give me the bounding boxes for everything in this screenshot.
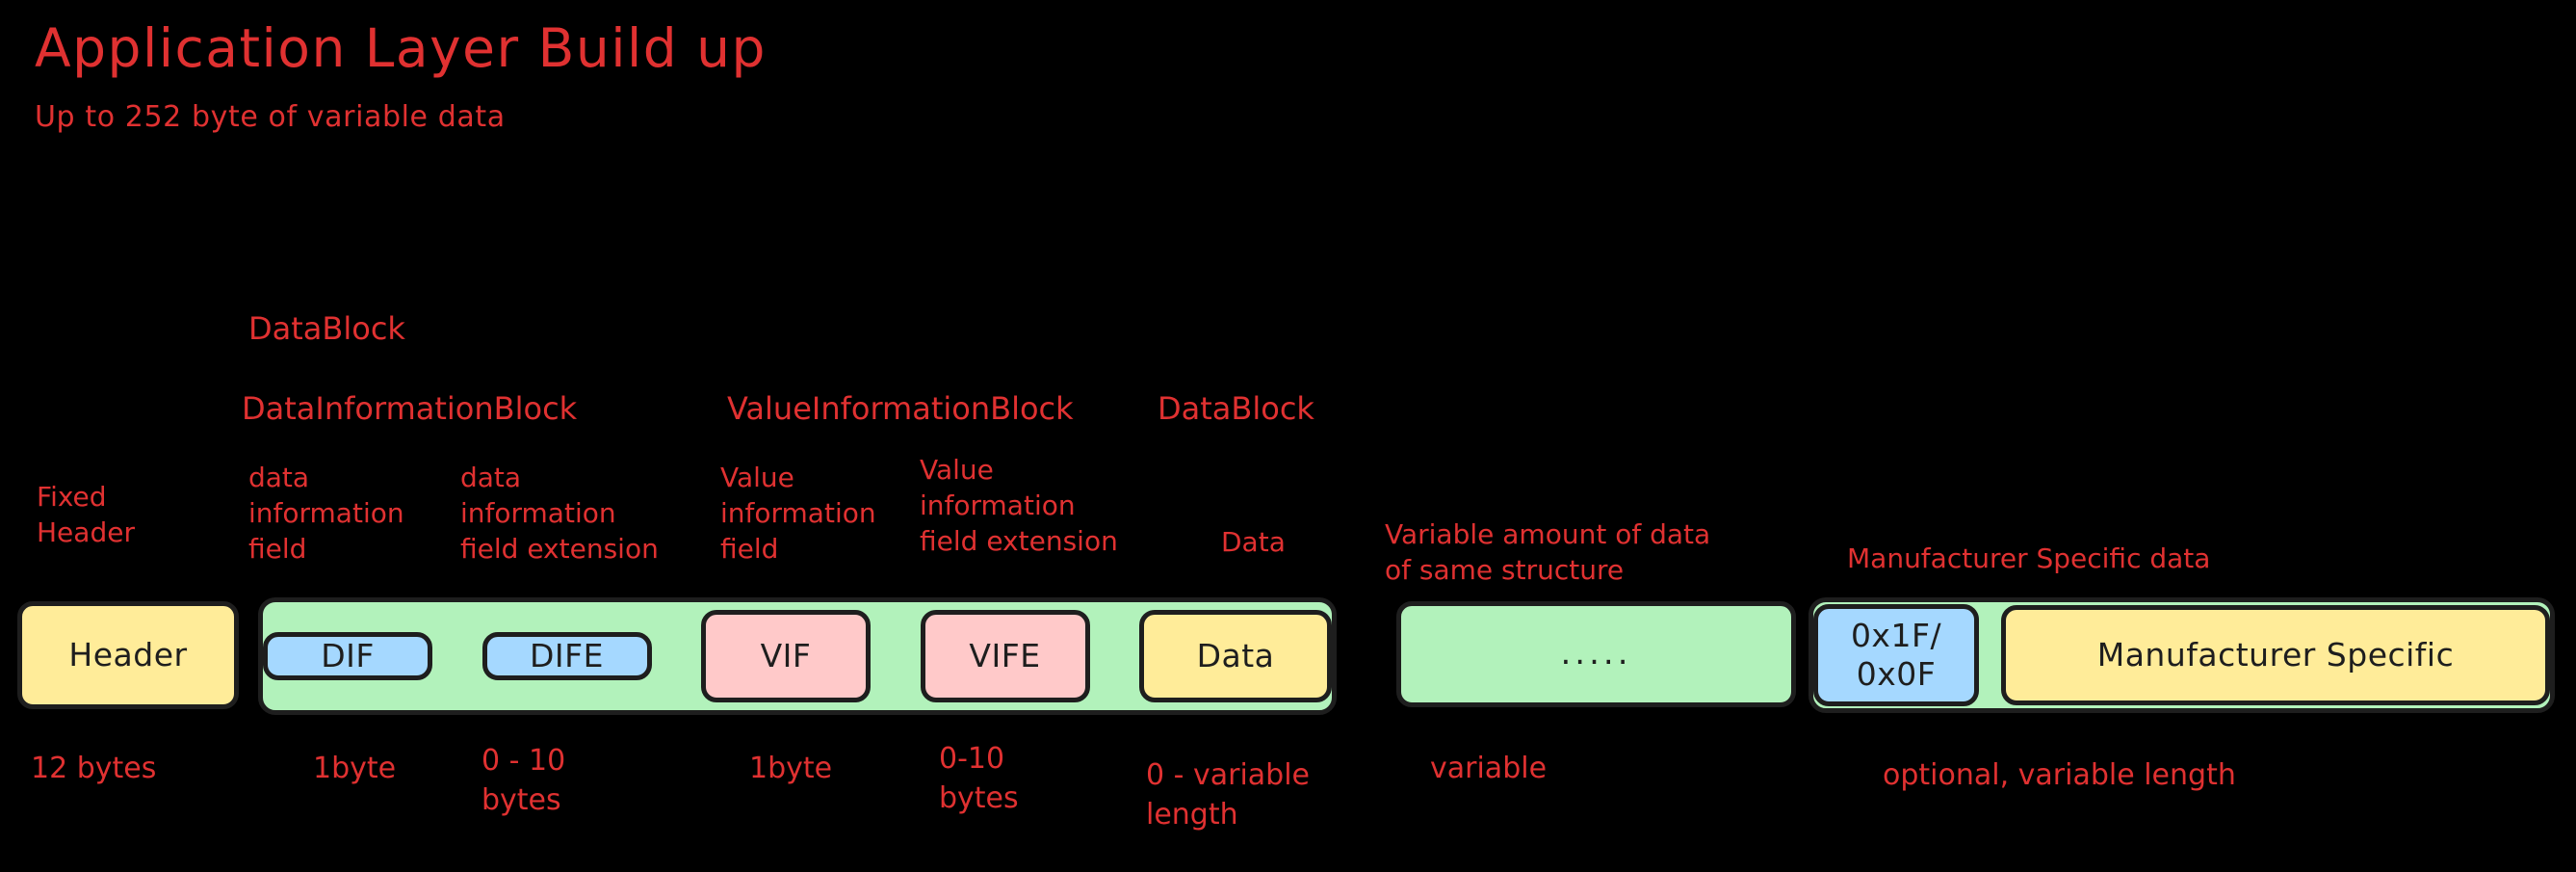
- field-note-ellipsis: Variable amount of data of same structur…: [1385, 518, 1711, 586]
- manufacturer-container: 0x1F/ 0x0F Manufacturer Specific: [1808, 597, 2555, 713]
- size-label-vife: 0-10 bytes: [939, 742, 1019, 815]
- frame-box-dif[interactable]: DIF: [263, 631, 432, 681]
- size-label-data: 0 - variable length: [1146, 758, 1311, 832]
- field-note-vif: Value information field: [720, 462, 876, 565]
- page-subtitle: Up to 252 byte of variable data: [35, 100, 506, 134]
- page-title: Application Layer Build up: [35, 17, 767, 79]
- group-label-datainformationblock: DataInformationBlock: [242, 390, 578, 427]
- frame-box-dife[interactable]: DIFE: [481, 631, 652, 681]
- size-label-dife: 0 - 10 bytes: [481, 744, 566, 817]
- size-label-ellipsis: variable: [1430, 752, 1548, 785]
- size-label-dif: 1byte: [313, 752, 397, 785]
- frame-box-vife[interactable]: VIFE: [920, 610, 1090, 702]
- group-label-datablock-right: DataBlock: [1158, 390, 1314, 427]
- field-note-data: Data: [1221, 526, 1286, 558]
- frame-box-manufacturer-specific[interactable]: Manufacturer Specific: [2001, 605, 2550, 705]
- size-label-header: 12 bytes: [31, 752, 157, 785]
- field-note-header: Fixed Header: [37, 481, 135, 548]
- field-note-dife: data information field extension: [460, 462, 659, 565]
- frame-box-ellipsis[interactable]: .....: [1396, 601, 1796, 707]
- frame-box-data[interactable]: Data: [1139, 610, 1332, 702]
- frame-box-header[interactable]: Header: [17, 601, 239, 709]
- field-note-manufacturer: Manufacturer Specific data: [1847, 542, 2211, 574]
- datablock-container: DIF DIFE VIF VIFE Data: [258, 597, 1337, 715]
- frame-box-hex-id[interactable]: 0x1F/ 0x0F: [1813, 604, 1979, 706]
- group-label-datablock-top: DataBlock: [248, 310, 405, 347]
- protocol-frame-row: Header DIF DIFE VIF VIFE Data ..... 0x1F…: [0, 597, 2576, 732]
- size-label-vif: 1byte: [749, 752, 833, 785]
- size-label-manufacturer: optional, variable length: [1883, 758, 2236, 792]
- frame-box-vif[interactable]: VIF: [701, 610, 871, 702]
- field-note-vife: Value information field extension: [920, 454, 1118, 557]
- group-label-valueinformationblock: ValueInformationBlock: [727, 390, 1074, 427]
- field-note-dif: data information field: [248, 462, 404, 565]
